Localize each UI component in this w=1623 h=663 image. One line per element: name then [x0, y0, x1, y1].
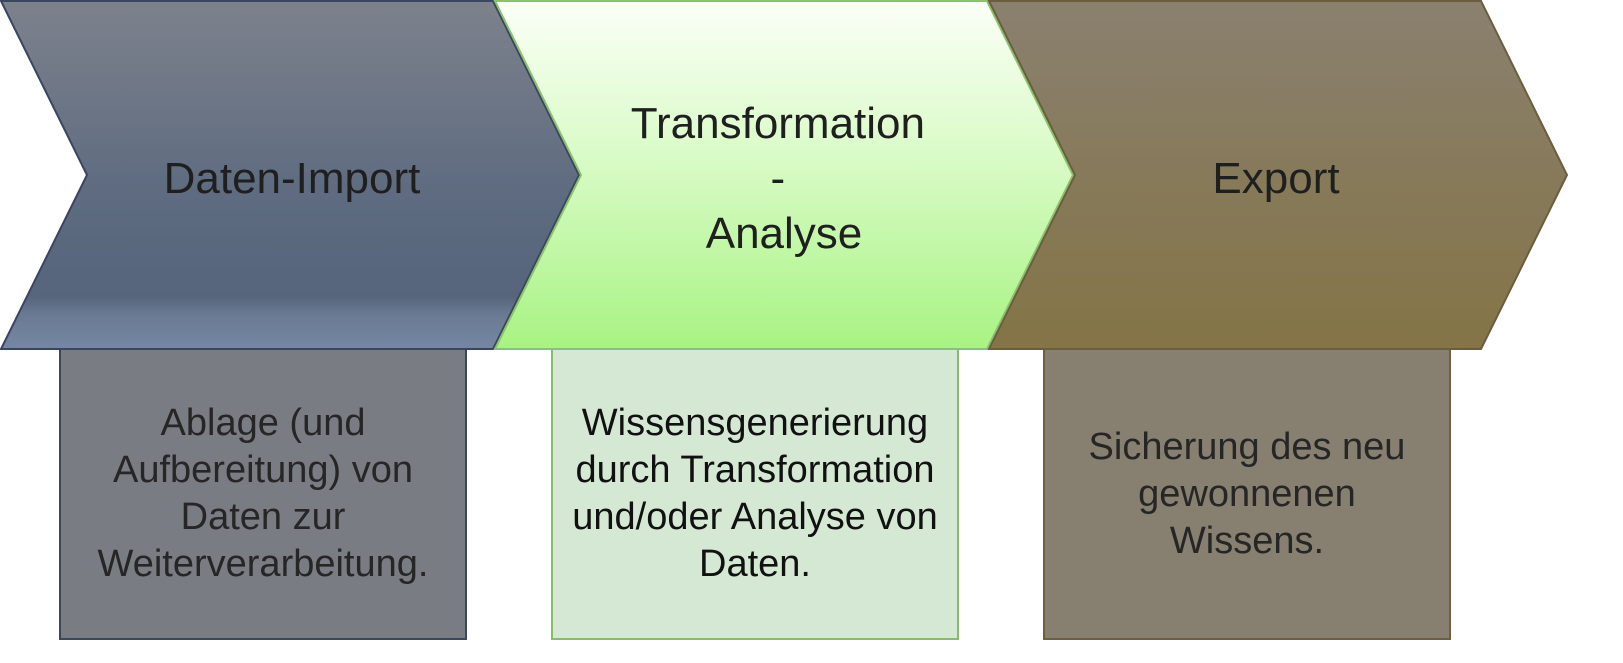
- export-description: Sicherung des neu gewonnenen Wissens.: [1088, 425, 1406, 562]
- transform-title: Transformation - Analyse: [631, 99, 937, 258]
- process-diagram: Daten-Import Transformation - Analyse Ex…: [0, 0, 1568, 640]
- transform-title-line-1: Transformation: [631, 99, 925, 148]
- transform-chevron: [493, 0, 1075, 350]
- import-description-box: [59, 348, 467, 640]
- transform-title-line-3: Analyse: [706, 209, 863, 258]
- import-title: Daten-Import: [164, 154, 421, 203]
- export-title: Export: [1212, 154, 1339, 203]
- export-chevron: [987, 0, 1568, 350]
- transform-title-line-2: -: [771, 154, 786, 203]
- transform-description: Wissensgenerierung durch Transformation …: [572, 402, 938, 585]
- transform-description-box: [551, 348, 959, 640]
- import-description: Ablage (und Aufbereitung) von Daten zur …: [97, 402, 429, 585]
- import-chevron: [0, 0, 581, 350]
